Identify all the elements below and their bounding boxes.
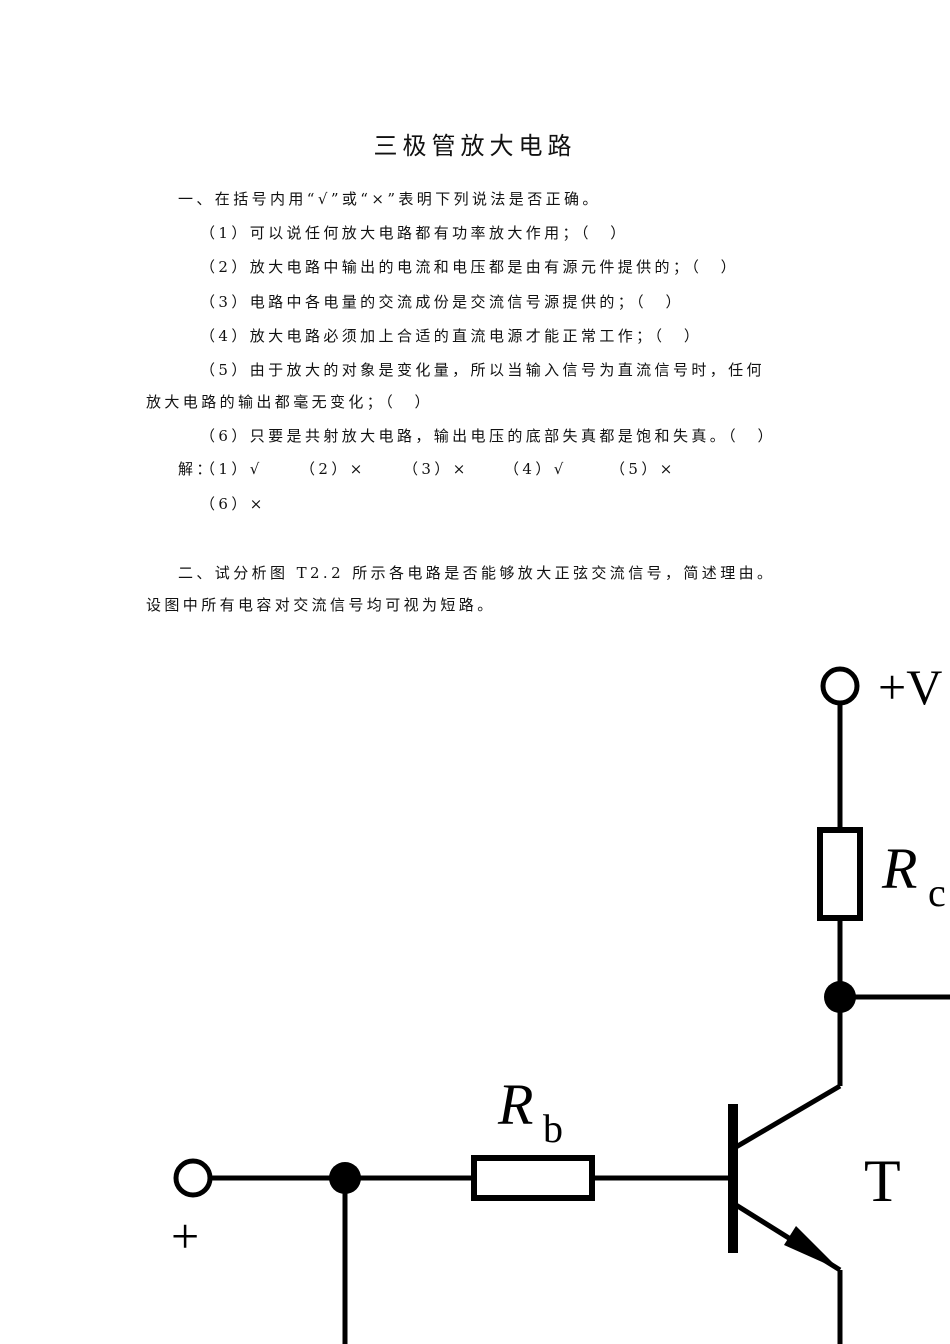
statement-5-continued: 放大电路的输出都毫无变化；（ ） xyxy=(146,393,433,411)
answer-row: 解： （1）√ （2）× （3）× （4）√ （5）× xyxy=(178,458,878,482)
answer-label: 解： xyxy=(178,460,215,478)
answer-6: （6）× xyxy=(200,495,266,513)
rb-label-main: R xyxy=(497,1072,533,1137)
resistor-rb xyxy=(471,1155,595,1201)
page-title: 三极管放大电路 xyxy=(373,132,577,160)
section1-heading: 一、在括号内用“√”或“×”表明下列说法是否正确。 xyxy=(178,190,601,208)
transistor-collector xyxy=(734,1083,842,1150)
statement-6: （6）只要是共射放大电路，输出电压的底部失真都是饱和失真。（ ） xyxy=(200,427,776,445)
rc-label-main: R xyxy=(881,836,917,901)
statement-2: （2）放大电路中输出的电流和电压都是由有源元件提供的；（ ） xyxy=(200,258,740,276)
rc-label-sub: c xyxy=(928,870,946,915)
statement-4: （4）放大电路必须加上合适的直流电源才能正常工作；（ ） xyxy=(200,327,703,345)
answer-3: （3）× xyxy=(403,460,469,478)
answer-4: （4）√ xyxy=(504,460,567,478)
section2-line2: 设图中所有电容对交流信号均可视为短路。 xyxy=(146,596,496,614)
supply-label: +V xyxy=(878,659,942,715)
answer-1: （1）√ xyxy=(200,460,263,478)
supply-terminal xyxy=(820,666,860,706)
statement-1: （1）可以说任何放大电路都有功率放大作用；（ ） xyxy=(200,224,629,242)
answer-2: （2）× xyxy=(300,460,366,478)
section2-line1: 二、试分析图 T2.2 所示各电路是否能够放大正弦交流信号，简述理由。 xyxy=(178,564,776,582)
rb-label-sub: b xyxy=(543,1106,563,1151)
statement-5: （5）由于放大的对象是变化量，所以当输入信号为直流信号时，任何 xyxy=(200,361,765,379)
transistor-label: T xyxy=(864,1148,901,1214)
input-terminal xyxy=(173,1158,213,1198)
emitter-arrow xyxy=(784,1226,840,1270)
input-plus-label: + xyxy=(171,1208,199,1264)
resistor-rc xyxy=(817,827,863,921)
answer-5: （5）× xyxy=(610,460,676,478)
statement-3: （3）电路中各电量的交流成份是交流信号源提供的；（ ） xyxy=(200,293,684,311)
